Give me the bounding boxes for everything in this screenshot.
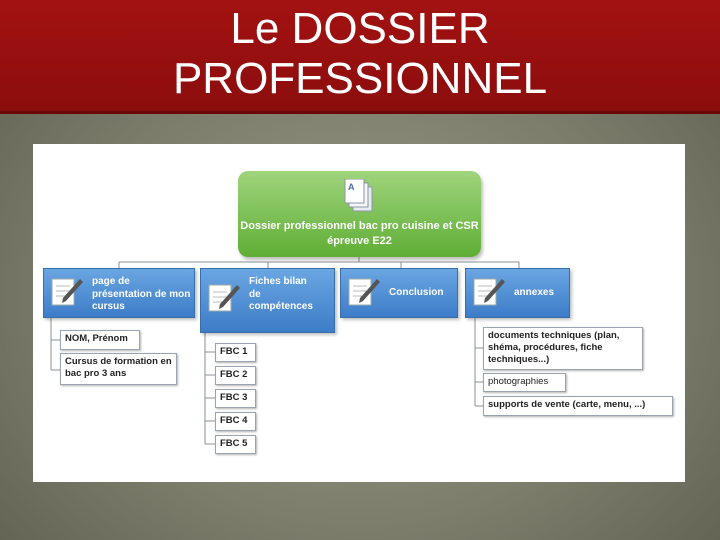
pen-document-icon [51, 278, 83, 306]
branch-node-annexes[interactable]: annexes [465, 268, 570, 318]
connector-lines [50, 257, 520, 445]
branch-node-presentation[interactable]: page de présentation de mon cursus [43, 268, 195, 318]
sub-node-documents-techniques[interactable]: documents techniques (plan, shéma, procé… [483, 327, 643, 370]
pen-document-icon [348, 278, 380, 306]
branch-node-fiches-bilan[interactable]: Fiches bilan de compétences [200, 268, 335, 333]
sub-node-photographies[interactable]: photographies [483, 373, 566, 392]
svg-text:A: A [348, 182, 355, 192]
sub-node-fbc-2[interactable]: FBC 2 [215, 366, 256, 385]
sub-node-nom-prenom[interactable]: NOM, Prénom [60, 330, 140, 350]
title-bar: Le DOSSIER PROFESSIONNEL [0, 0, 720, 114]
sub-node-supports-de-vente[interactable]: supports de vente (carte, menu, ...) [483, 396, 673, 416]
documents-icon: A [344, 179, 373, 212]
sub-node-fbc-1[interactable]: FBC 1 [215, 343, 256, 362]
pen-document-icon [208, 284, 240, 312]
root-node[interactable]: A Dossier professionnel bac pro cuisine … [238, 171, 481, 257]
branch-node-conclusion[interactable]: Conclusion [340, 268, 458, 318]
branch-label-presentation: page de présentation de mon cursus [92, 276, 191, 312]
sub-node-cursus-formation[interactable]: Cursus de formation en bac pro 3 ans [60, 353, 177, 385]
branch-label-conclusion: Conclusion [389, 287, 444, 298]
branch-label-annexes: annexes [514, 287, 555, 298]
sub-node-fbc-4[interactable]: FBC 4 [215, 412, 256, 431]
slide-title: Le DOSSIER PROFESSIONNEL [0, 4, 720, 104]
sub-node-fbc-5[interactable]: FBC 5 [215, 435, 256, 454]
slide-title-line-2: PROFESSIONNEL [172, 54, 548, 103]
sub-node-fbc-3[interactable]: FBC 3 [215, 389, 256, 408]
branch-label-fiches-bilan: Fiches bilan de compétences [249, 276, 313, 312]
pen-document-icon [473, 278, 505, 306]
mind-map-canvas: A Dossier professionnel bac pro cuisine … [33, 144, 685, 482]
slide-title-line-1: Le DOSSIER [230, 4, 490, 53]
root-node-label: Dossier professionnel bac pro cuisine et… [240, 220, 479, 247]
